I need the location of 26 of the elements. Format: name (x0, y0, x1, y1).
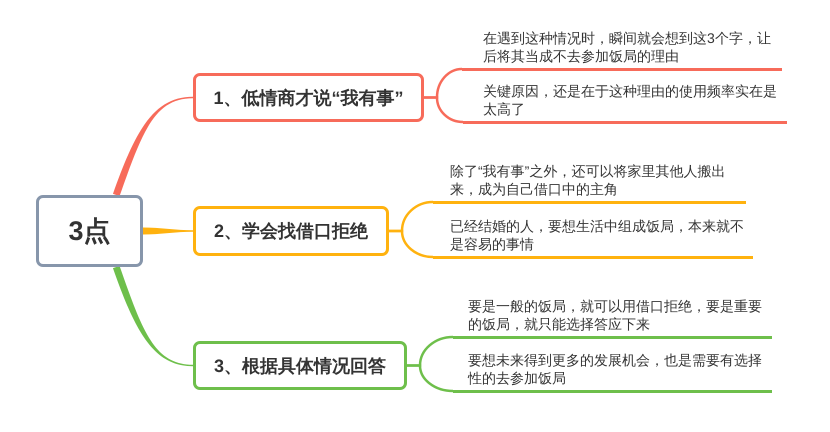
central-topic-label: 3点 (68, 215, 111, 247)
note-text: 已经结婚的人，要想生活中组成饭局，本来就不是容易的事情 (450, 216, 745, 252)
branch-line (143, 228, 193, 234)
subtopic-box (193, 341, 407, 390)
connector-line (389, 230, 434, 258)
subtopic-box (193, 206, 389, 256)
note-text: 要想未来得到更多的发展机会，也是需要有选择性的去参加饭局 (468, 350, 763, 386)
central-topic-box (36, 195, 143, 267)
branch-line (112, 96, 193, 196)
underlined-note (433, 162, 746, 204)
subtopic-label: 2、学会找借口拒绝 (214, 220, 368, 243)
connector-line (407, 364, 454, 392)
note-text: 在遇到这种情况时，瞬间就会想到这3个字，让后将其当成不去参加饭局的理由 (483, 28, 772, 64)
underlined-note (453, 296, 772, 338)
note-text: 要是一般的饭局，就可以用借口拒绝，要是重要的饭局，就只能选择答应下来 (468, 296, 763, 332)
underlined-note (463, 82, 787, 124)
note-text: 除了“我有事”之外，还可以将家里其他人搬出来，成为自己借口中的主角 (450, 162, 726, 198)
subtopic-label: 3、根据具体情况回答 (214, 354, 386, 378)
underlined-note (433, 216, 753, 258)
note-text: 关键原因，还是在于这种理由的使用频率实在是太高了 (483, 82, 778, 118)
subtopic-label: 1、低情商才说“我有事” (213, 86, 404, 110)
underlined-note (462, 28, 782, 70)
underlined-note (453, 350, 772, 392)
branch-line (112, 266, 193, 366)
connector-line (424, 96, 464, 124)
subtopic-box (193, 73, 424, 122)
